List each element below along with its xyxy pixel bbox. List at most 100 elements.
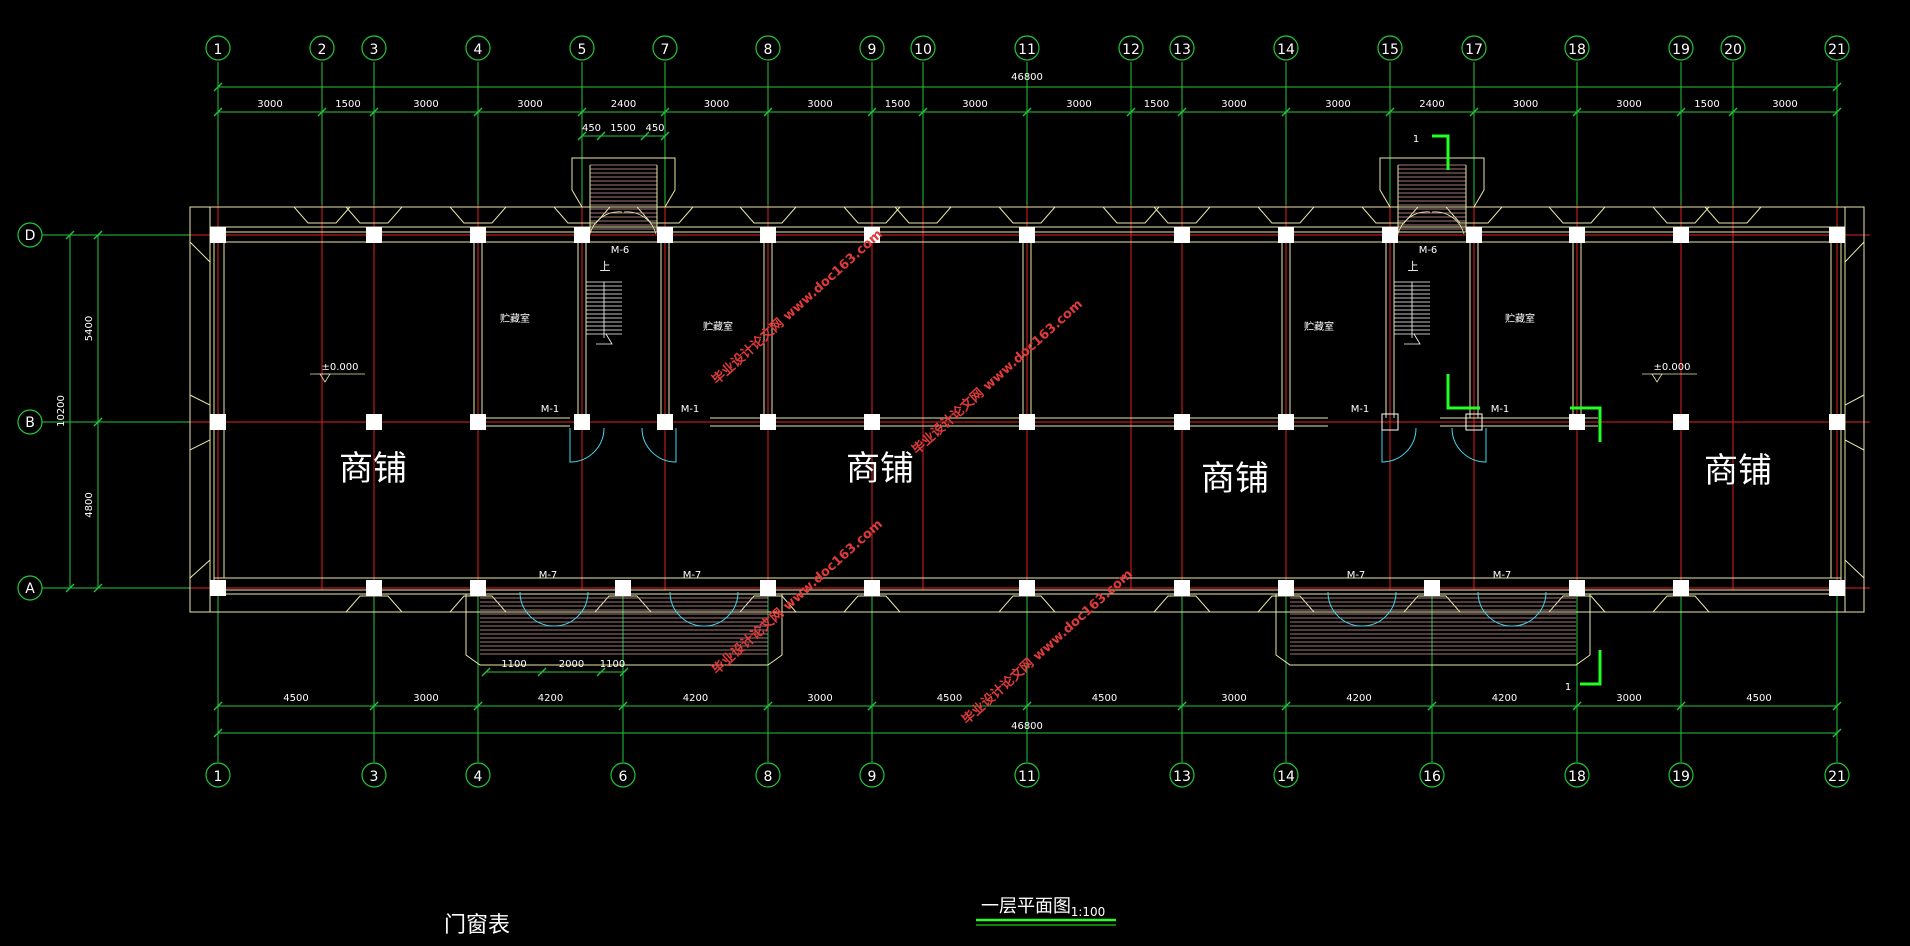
dim-tick: [1676, 107, 1686, 117]
column: [1466, 227, 1482, 243]
door-swing: [623, 211, 657, 235]
door-swing: [1397, 211, 1431, 235]
door-tag-m7: M-7: [683, 570, 702, 581]
axis-bubble: [361, 35, 387, 61]
dim-tick: [577, 107, 587, 117]
wall-buttress: [1547, 595, 1607, 613]
axis-bubble: [1668, 35, 1694, 61]
axis-label: 16: [1423, 769, 1441, 785]
column: [366, 414, 382, 430]
dimension-lines: [65, 82, 1842, 738]
dim-tick: [1832, 107, 1842, 117]
axis-bubble: [205, 35, 231, 61]
column: [760, 580, 776, 596]
dim-tick: [867, 107, 877, 117]
axis-bubble: [1014, 35, 1040, 61]
level-mark-triangle: [319, 373, 331, 383]
door-swing: [1511, 591, 1547, 627]
column: [1019, 414, 1035, 430]
room-label-shop: 商铺: [1201, 459, 1269, 499]
axis-label: 14: [1277, 42, 1295, 58]
wall-buttress: [1547, 206, 1607, 224]
axis-label: 1: [214, 769, 223, 785]
wall-buttress: [997, 595, 1057, 613]
dim-tick: [577, 131, 587, 141]
dim-label: 3000: [704, 99, 729, 110]
axis-bubble: [309, 35, 335, 61]
door-swing: [553, 591, 589, 627]
wall-buttress: [1844, 206, 1865, 264]
wall-buttress: [292, 206, 352, 224]
stair-up-label: 上: [600, 260, 611, 273]
column: [1278, 227, 1294, 243]
wall-buttress: [1844, 394, 1865, 451]
door-tag-m1: M-1: [1491, 404, 1510, 415]
axis-label: 3: [370, 42, 379, 58]
dim-label: 3000: [413, 99, 438, 110]
dim-tick: [1177, 701, 1187, 711]
column: [366, 227, 382, 243]
dim-tick: [213, 728, 223, 738]
axis-label: 18: [1568, 769, 1586, 785]
dim-tick: [93, 417, 103, 427]
door-swing: [1451, 427, 1487, 463]
dim-tick: [660, 107, 670, 117]
door-tag-m1: M-1: [541, 404, 560, 415]
dim-label: 4500: [1092, 693, 1117, 704]
door-swing: [641, 427, 677, 463]
column: [1424, 580, 1440, 596]
dim-tick: [65, 230, 75, 240]
axis-label: 8: [764, 769, 773, 785]
axis-label: 13: [1173, 769, 1191, 785]
dim-label: 2400: [1419, 99, 1444, 110]
axis-bubble: [569, 35, 595, 61]
dim-label: 5400: [84, 316, 95, 341]
column: [366, 580, 382, 596]
dim-label: 4500: [1746, 693, 1771, 704]
axis-label: 14: [1277, 769, 1295, 785]
room-label-shop: 商铺: [1704, 451, 1772, 491]
dim-label: 4200: [538, 693, 563, 704]
wall-buttress: [1256, 206, 1316, 224]
column: [1278, 414, 1294, 430]
dim-tick: [93, 230, 103, 240]
entry-stair-outline: [571, 157, 676, 208]
dim-tick: [1469, 107, 1479, 117]
axis-label: 13: [1173, 42, 1191, 58]
axis-label: 7: [661, 42, 670, 58]
dim-label: 10200: [56, 395, 67, 427]
room-label-storage: 贮藏室: [1304, 320, 1334, 333]
axis-label: 2: [318, 42, 327, 58]
dim-tick: [65, 583, 75, 593]
dim-label: 1500: [885, 99, 910, 110]
dim-label: 3000: [1325, 99, 1350, 110]
wall-buttress: [738, 206, 798, 224]
column: [760, 414, 776, 430]
dim-label: 4200: [1346, 693, 1371, 704]
axis-bubble: [652, 35, 678, 61]
stairs: [465, 157, 1591, 666]
axis-label: 18: [1568, 42, 1586, 58]
dim-label: 1100: [501, 659, 526, 670]
axis-bubble: [1273, 35, 1299, 61]
dim-tick: [1832, 701, 1842, 711]
dim-tick: [763, 701, 773, 711]
watermark: 毕业设计论文网 www.doc163.com: [709, 226, 886, 388]
level-mark-triangle: [1651, 373, 1663, 383]
column: [1381, 413, 1399, 431]
door-swing: [1431, 211, 1465, 235]
dim-tick: [1676, 701, 1686, 711]
door-tag-m7: M-7: [1347, 570, 1366, 581]
dim-label: 3000: [962, 99, 987, 110]
section-mark: [1446, 374, 1480, 410]
axis-bubble: [1169, 35, 1195, 61]
dim-label: 3000: [1221, 693, 1246, 704]
dim-label: 1500: [610, 123, 635, 134]
wall-buttress: [1703, 206, 1763, 224]
wall-buttress: [893, 206, 953, 224]
section-mark-label: 1: [1413, 134, 1419, 145]
wall-buttress: [1651, 595, 1711, 613]
axis-bubble: [1824, 35, 1850, 61]
